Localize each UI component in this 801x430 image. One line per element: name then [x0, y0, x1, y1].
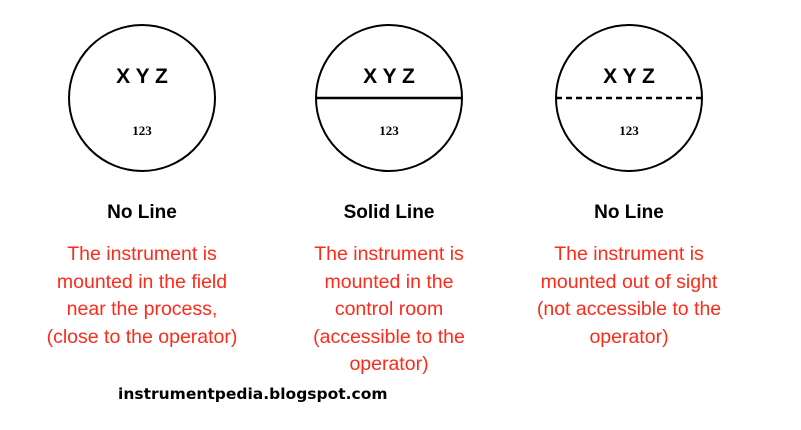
description-line: operator) — [589, 325, 669, 348]
tag-letters: X Y Z — [116, 65, 168, 88]
symbol-description: The instrument is mounted in the field n… — [12, 241, 272, 351]
instrument-bubble: X Y Z 123 — [555, 24, 703, 172]
symbol-title: No Line — [107, 202, 177, 223]
instrument-bubble: X Y Z 123 — [68, 24, 216, 172]
description-line: (close to the operator) — [46, 325, 238, 348]
tag-number: 123 — [379, 123, 399, 138]
description-line: (accessible to the — [313, 325, 465, 348]
description-line: near the process, — [66, 298, 218, 320]
tag-number: 123 — [132, 123, 152, 138]
tag-number: 123 — [619, 123, 639, 138]
symbol-panel-control-room: X Y Z 123 Solid Line The instrument is m… — [259, 0, 519, 380]
instrument-bubble: X Y Z 123 — [315, 24, 463, 172]
symbol-description: The instrument is mounted in the control… — [259, 241, 519, 379]
source-watermark: instrumentpedia.blogspot.com — [118, 385, 388, 403]
tag-letters: X Y Z — [363, 65, 415, 88]
symbol-title: No Line — [594, 202, 664, 223]
tag-letters: X Y Z — [603, 65, 655, 88]
description-line: The instrument is — [67, 243, 217, 265]
symbol-description: The instrument is mounted out of sight (… — [499, 241, 759, 351]
description-line: control room — [334, 298, 444, 320]
symbol-title: Solid Line — [343, 202, 435, 223]
description-line: mounted in the — [324, 270, 454, 293]
symbol-panel-field-mounted: X Y Z 123 No Line The instrument is moun… — [12, 0, 272, 380]
bubble-circle — [68, 24, 216, 172]
description-line: mounted in the field — [56, 270, 228, 293]
description-line: (not accessible to the — [536, 298, 722, 320]
description-line: mounted out of sight — [540, 270, 718, 293]
description-line: The instrument is — [554, 243, 704, 265]
description-line: operator) — [349, 353, 429, 375]
description-line: The instrument is — [314, 243, 464, 265]
symbol-panel-out-of-sight: X Y Z 123 No Line The instrument is moun… — [499, 0, 759, 380]
